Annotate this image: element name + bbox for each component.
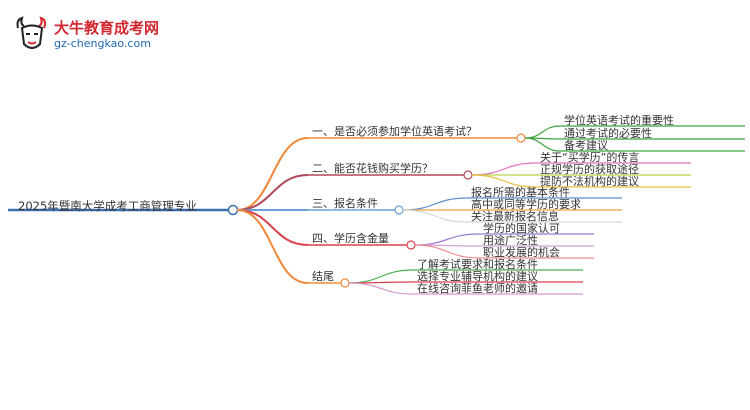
leaf-topic[interactable]: 高中或同等学历的要求 — [471, 198, 581, 211]
leaf-topic[interactable]: 提防不法机构的建议 — [540, 175, 639, 188]
branch-connector — [236, 209, 309, 246]
branch-node-circle — [340, 278, 350, 288]
site-logo[interactable]: 大牛教育成考网 gz-chengkao.com — [14, 14, 164, 56]
leaf-topic[interactable]: 关于“买学历”的传言 — [540, 151, 640, 164]
leaf-connector — [402, 209, 468, 223]
branch-node-circle — [406, 240, 416, 250]
leaf-connector — [471, 174, 537, 188]
leaf-topic[interactable]: 关注最新报名信息 — [471, 210, 559, 223]
branch-node-circle — [516, 133, 526, 143]
leaf-topic[interactable]: 通过考试的必要性 — [564, 127, 652, 140]
branch-topic[interactable]: 三、报名条件 — [312, 197, 378, 210]
leaf-topic[interactable]: 职业发展的机会 — [483, 246, 560, 259]
branch-topic[interactable]: 结尾 — [312, 270, 334, 283]
bull-logo-icon — [16, 16, 46, 49]
leaf-topic[interactable]: 在线咨询菲鱼老师的邀请 — [417, 282, 538, 295]
branch-connector — [236, 209, 309, 284]
logo-url: gz-chengkao.com — [54, 37, 151, 50]
branch-topic[interactable]: 四、学历含金量 — [312, 232, 389, 245]
leaf-topic[interactable]: 用途广泛性 — [483, 234, 538, 247]
leaf-connector — [524, 125, 561, 139]
branch-connector — [236, 137, 309, 211]
branch-node-circle — [463, 170, 473, 180]
leaf-connector — [414, 233, 480, 246]
root-topic[interactable]: 2025年暨南大学成考工商管理专业 — [18, 199, 197, 213]
leaf-connector — [471, 162, 537, 176]
leaf-topic[interactable]: 了解考试要求和报名条件 — [417, 258, 538, 271]
leaf-topic[interactable]: 学历的国家认可 — [483, 222, 560, 235]
leaf-connector — [348, 269, 414, 284]
leaf-topic[interactable]: 正规学历的获取途径 — [540, 163, 639, 176]
branch-node-circle — [394, 205, 404, 215]
leaf-connector — [348, 282, 414, 295]
branch-topic[interactable]: 一、是否必须参加学位英语考试？ — [312, 125, 477, 138]
root-node-circle — [227, 204, 239, 216]
leaf-connector — [414, 244, 480, 259]
leaf-topic[interactable]: 备考建议 — [564, 139, 608, 152]
leaf-topic[interactable]: 学位英语考试的重要性 — [564, 114, 674, 127]
leaf-connector — [402, 197, 468, 211]
leaf-connector — [524, 137, 561, 152]
leaf-topic[interactable]: 报名所需的基本条件 — [471, 186, 570, 199]
branch-topic[interactable]: 二、能否花钱购买学历？ — [312, 162, 433, 175]
logo-title: 大牛教育成考网 — [54, 19, 160, 37]
branch-connector — [236, 174, 309, 211]
leaf-topic[interactable]: 选择专业辅导机构的建议 — [417, 270, 538, 283]
